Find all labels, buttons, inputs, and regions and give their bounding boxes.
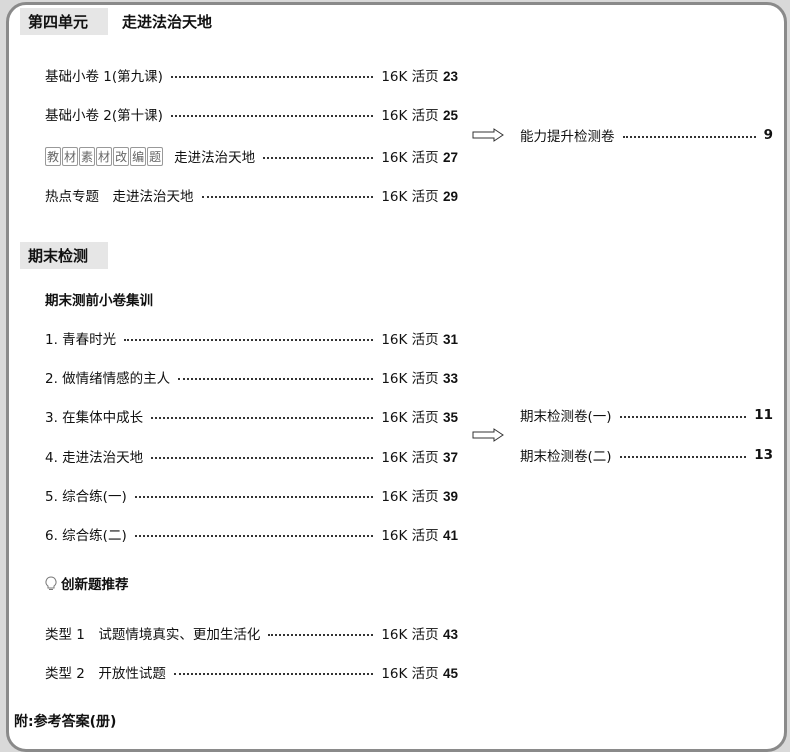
final-subtitle: 期末测前小卷集训 xyxy=(45,293,153,309)
dot-leader xyxy=(134,535,374,537)
appendix-label: 附:参考答案(册) xyxy=(14,714,117,730)
page-ref: 16K 活页 25 xyxy=(381,108,458,124)
final-tag: 期末检测 xyxy=(18,242,109,269)
toc-entry[interactable]: 6. 综合练(二) 16K 活页 41 xyxy=(45,524,458,544)
right-arrow-icon xyxy=(472,428,504,442)
lightbulb-icon xyxy=(45,575,57,590)
page-ref: 16K 活页 35 xyxy=(381,410,458,426)
unit4-title: 走进法治天地 xyxy=(122,13,213,31)
dot-leader xyxy=(622,136,756,138)
entry-label: 热点专题 走进法治天地 xyxy=(45,189,194,205)
toc-entry[interactable]: 5. 综合练(一) 16K 活页 39 xyxy=(45,485,458,505)
final-header: 期末检测 xyxy=(18,242,109,269)
dot-leader xyxy=(619,416,747,418)
innovation-header: 创新题推荐 xyxy=(45,573,129,593)
entry-label: 5. 综合练(一) xyxy=(45,489,127,505)
dot-leader xyxy=(134,496,374,498)
toc-entry[interactable]: 4. 走进法治天地 16K 活页 37 xyxy=(45,446,458,466)
page-ref: 9 xyxy=(763,127,773,143)
dot-leader xyxy=(124,339,374,341)
toc-entry-right[interactable]: 期末检测卷(一) 11 xyxy=(520,405,773,425)
dot-leader xyxy=(173,673,374,675)
dot-leader xyxy=(619,456,747,458)
entry-label: 类型 1 试题情境真实、更加生活化 xyxy=(45,627,261,643)
page-ref: 16K 活页 45 xyxy=(381,666,458,682)
toc-entry[interactable]: 基础小卷 2(第十课) 16K 活页 25 xyxy=(45,104,458,124)
dot-leader xyxy=(201,196,374,198)
entry-label: 1. 青春时光 xyxy=(45,332,117,348)
entry-label: 4. 走进法治天地 xyxy=(45,450,144,466)
toc-entry[interactable]: 2. 做情绪情感的主人 16K 活页 33 xyxy=(45,367,458,387)
toc-entry[interactable]: 1. 青春时光 16K 活页 31 xyxy=(45,328,458,348)
unit4-tag: 第四单元 xyxy=(18,8,109,35)
dot-leader xyxy=(170,76,374,78)
toc-entry[interactable]: 教材素材改编题走进法治天地 16K 活页 27 xyxy=(45,146,458,166)
dot-leader xyxy=(268,634,374,636)
right-arrow-icon xyxy=(472,128,504,142)
toc-frame xyxy=(6,2,787,752)
page-ref: 16K 活页 27 xyxy=(381,150,458,166)
page-ref: 16K 活页 33 xyxy=(381,371,458,387)
page-ref: 16K 活页 29 xyxy=(381,189,458,205)
textbook-adaptation-badge: 教材素材改编题 xyxy=(45,146,164,166)
entry-label: 基础小卷 1(第九课) xyxy=(45,69,163,85)
entry-label: 基础小卷 2(第十课) xyxy=(45,108,163,124)
page-ref: 16K 活页 31 xyxy=(381,332,458,348)
dot-leader xyxy=(263,157,374,159)
page-ref: 16K 活页 43 xyxy=(381,627,458,643)
entry-label: 能力提升检测卷 xyxy=(520,129,615,145)
page-ref: 16K 活页 37 xyxy=(381,450,458,466)
toc-entry[interactable]: 热点专题 走进法治天地 16K 活页 29 xyxy=(45,185,458,205)
entry-label: 期末检测卷(二) xyxy=(520,449,612,465)
page-ref: 11 xyxy=(754,407,773,423)
entry-label: 6. 综合练(二) xyxy=(45,528,127,544)
entry-label: 走进法治天地 xyxy=(174,150,256,166)
toc-entry[interactable]: 基础小卷 1(第九课) 16K 活页 23 xyxy=(45,65,458,85)
page-ref: 13 xyxy=(754,447,773,463)
toc-entry[interactable]: 类型 2 开放性试题 16K 活页 45 xyxy=(45,662,458,682)
dot-leader xyxy=(151,417,374,419)
toc-entry-right[interactable]: 能力提升检测卷 9 xyxy=(520,125,773,145)
entry-label: 2. 做情绪情感的主人 xyxy=(45,371,171,387)
entry-label: 期末检测卷(一) xyxy=(520,409,612,425)
innovation-title: 创新题推荐 xyxy=(61,577,129,593)
page-ref: 16K 活页 39 xyxy=(381,489,458,505)
toc-entry[interactable]: 3. 在集体中成长 16K 活页 35 xyxy=(45,406,458,426)
page-ref: 16K 活页 41 xyxy=(381,528,458,544)
toc-entry[interactable]: 类型 1 试题情境真实、更加生活化 16K 活页 43 xyxy=(45,623,458,643)
entry-label: 类型 2 开放性试题 xyxy=(45,666,166,682)
unit4-header: 第四单元走进法治天地 xyxy=(18,8,212,35)
dot-leader xyxy=(151,457,374,459)
toc-entry-right[interactable]: 期末检测卷(二) 13 xyxy=(520,445,773,465)
page-ref: 16K 活页 23 xyxy=(381,69,458,85)
dot-leader xyxy=(178,378,374,380)
dot-leader xyxy=(170,115,374,117)
entry-label: 3. 在集体中成长 xyxy=(45,410,144,426)
